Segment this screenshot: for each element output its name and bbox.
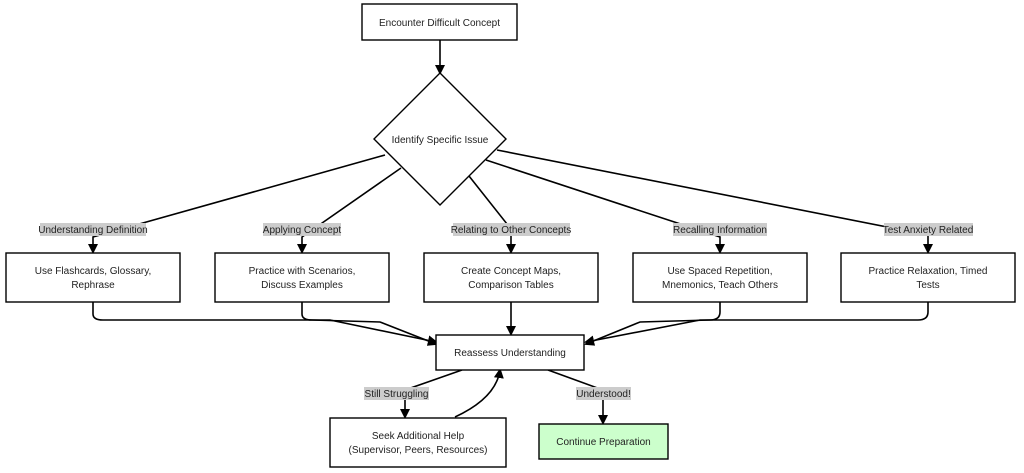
edge-label-anxiety: Test Anxiety Related bbox=[883, 223, 974, 236]
edge-label-definition: Understanding Definition bbox=[38, 223, 148, 236]
node-recalling-line2: Mnemonics, Teach Others bbox=[662, 280, 778, 291]
edge-label-struggling: Still Struggling bbox=[364, 387, 429, 400]
node-applying-line2: Discuss Examples bbox=[261, 280, 343, 291]
edge-decision-to-definition bbox=[88, 154, 386, 254]
node-relating-line2: Comparison Tables bbox=[468, 280, 553, 291]
edge-label-recalling: Recalling Information bbox=[673, 223, 767, 236]
edge-label-understood: Understood! bbox=[576, 387, 631, 400]
node-reassess-label: Reassess Understanding bbox=[454, 348, 566, 359]
node-continue[interactable]: Continue Preparation bbox=[538, 423, 669, 460]
node-anxiety-line2: Tests bbox=[916, 280, 939, 291]
node-start[interactable]: Encounter Difficult Concept bbox=[361, 3, 518, 41]
edge-label-understood-text: Understood! bbox=[576, 389, 630, 400]
edge-label-applying-text: Applying Concept bbox=[263, 225, 342, 236]
edge-decision-to-relating bbox=[468, 175, 516, 254]
node-definition[interactable]: Use Flashcards, Glossary, Rephrase bbox=[5, 252, 181, 303]
edge-help-to-reassess bbox=[454, 368, 504, 418]
node-definition-line1: Use Flashcards, Glossary, bbox=[35, 266, 152, 277]
edge-decision-to-applying bbox=[297, 167, 402, 254]
node-relating-line1: Create Concept Maps, bbox=[461, 266, 561, 277]
node-definition-line2: Rephrase bbox=[71, 280, 115, 291]
edge-anxiety-to-reassess bbox=[584, 302, 929, 346]
edge-label-struggling-text: Still Struggling bbox=[365, 389, 429, 400]
edge-label-definition-text: Understanding Definition bbox=[38, 225, 148, 236]
node-decision-label: Identify Specific Issue bbox=[392, 135, 489, 146]
edge-label-applying: Applying Concept bbox=[263, 223, 342, 236]
node-relating[interactable]: Create Concept Maps, Comparison Tables bbox=[423, 252, 599, 303]
node-help-line1: Seek Additional Help bbox=[372, 431, 465, 442]
edge-decision-to-anxiety bbox=[496, 149, 933, 254]
node-help[interactable]: Seek Additional Help (Supervisor, Peers,… bbox=[329, 417, 507, 468]
node-applying[interactable]: Practice with Scenarios, Discuss Example… bbox=[214, 252, 390, 303]
node-reassess[interactable]: Reassess Understanding bbox=[435, 334, 585, 371]
node-applying-line1: Practice with Scenarios, bbox=[249, 266, 356, 277]
node-recalling-line1: Use Spaced Repetition, bbox=[667, 266, 772, 277]
edge-decision-to-recalling bbox=[485, 159, 725, 254]
node-anxiety[interactable]: Practice Relaxation, Timed Tests bbox=[840, 252, 1016, 303]
node-continue-label: Continue Preparation bbox=[556, 437, 651, 448]
edge-label-relating: Relating to Other Concepts bbox=[451, 223, 572, 236]
edge-applying-to-reassess bbox=[301, 302, 438, 346]
node-anxiety-line1: Practice Relaxation, Timed bbox=[869, 266, 988, 277]
node-help-line2: (Supervisor, Peers, Resources) bbox=[349, 445, 488, 456]
edge-label-relating-text: Relating to Other Concepts bbox=[451, 225, 572, 236]
edge-label-recalling-text: Recalling Information bbox=[673, 225, 767, 236]
node-decision[interactable]: Identify Specific Issue bbox=[373, 72, 507, 206]
edge-label-anxiety-text: Test Anxiety Related bbox=[883, 225, 974, 236]
node-recalling[interactable]: Use Spaced Repetition, Mnemonics, Teach … bbox=[632, 252, 808, 303]
node-start-label: Encounter Difficult Concept bbox=[379, 18, 500, 29]
edge-definition-to-reassess bbox=[92, 302, 438, 346]
